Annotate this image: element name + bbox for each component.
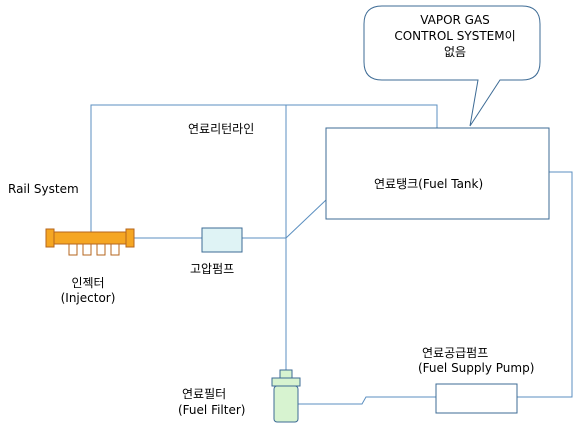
fuel-tank-box <box>325 127 550 220</box>
filter-to-supply-pipe <box>298 396 436 405</box>
supply-pump-label-ko: 연료공급펌프 <box>422 346 489 360</box>
fuel-filter-icon <box>271 369 301 423</box>
supply-pump-label-en: (Fuel Supply Pump) <box>418 361 535 375</box>
injector-label-ko: 인젝터 <box>71 276 105 290</box>
pipes <box>90 104 573 405</box>
injector-label-en: (Injector) <box>60 291 116 305</box>
callout-line-2: CONTROL SYSTEM이 <box>394 29 516 43</box>
filter-label-en: (Fuel Filter) <box>178 403 246 417</box>
return-pipe-top <box>90 104 438 235</box>
callout-line-1: VAPOR GAS <box>420 13 490 27</box>
supply-to-tank-pipe <box>517 171 573 398</box>
supply-pump-box <box>435 383 518 414</box>
callout-bubble <box>363 5 541 127</box>
fuel-rail-icon <box>45 228 135 256</box>
hp-pump-label: 고압펌프 <box>190 262 235 276</box>
filter-label-ko: 연료필터 <box>182 387 227 401</box>
junction-to-tank-pipe <box>285 199 327 239</box>
fuel-tank-label: 연료탱크(Fuel Tank) <box>374 177 484 191</box>
hp-pump-box <box>201 227 243 253</box>
callout-text: VAPOR GAS CONTROL SYSTEM이 없음 <box>380 12 530 60</box>
callout-line-3: 없음 <box>443 45 467 59</box>
return-line-label: 연료리턴라인 <box>188 122 255 136</box>
rail-system-label: Rail System <box>8 182 79 196</box>
